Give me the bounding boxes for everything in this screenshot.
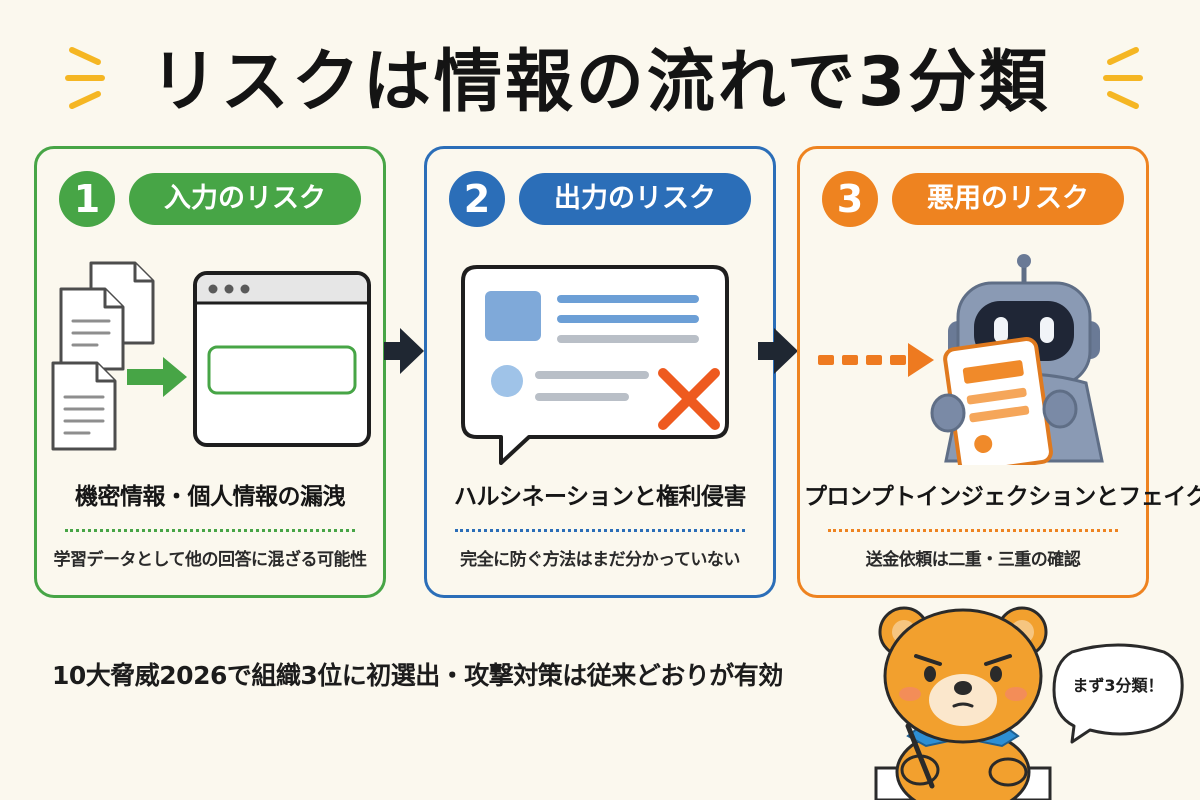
footer-note: 10大脅威2026で組織3位に初選出・攻撃対策は従来どおりが有効 (52, 661, 783, 690)
panel-heading: ハルシネーションと権利侵害 (453, 484, 747, 510)
panel-heading: プロンプトインジェクションとフェイク (804, 484, 1200, 510)
robot-illustration (818, 254, 1104, 465)
dotted-divider (828, 529, 1118, 532)
dotted-divider (455, 529, 745, 532)
panel-output-risk: 2 出力のリスク ハルシネーションと権利侵害 完全に防ぐ方法はまだ分かっていない (424, 146, 776, 598)
panel-label: 悪用のリスク (892, 173, 1124, 225)
dotted-divider (65, 529, 355, 532)
arrow-right-icon (127, 357, 187, 397)
panel-label: 入力のリスク (129, 173, 361, 225)
panel-heading: 機密情報・個人情報の漏洩 (75, 484, 346, 510)
documents-icon (51, 261, 155, 451)
browser-window-icon (193, 271, 371, 447)
speech-bubble (1052, 643, 1184, 744)
panel-subtext: 送金依頼は二重・三重の確認 (865, 550, 1081, 570)
panel-label: 出力のリスク (519, 173, 751, 225)
robot-icon (930, 254, 1104, 465)
bear-mascot-icon (874, 606, 1052, 800)
dashed-arrow-icon (818, 343, 934, 377)
documents-to-browser-illustration (51, 261, 371, 451)
panel-misuse-risk: 3 悪用のリスク (797, 146, 1200, 598)
spark-left-icon (65, 47, 105, 109)
panel-input-risk: 1 入力のリスク 機密情報・個人情報の漏洩 学習データとして他の回答に混ざる可能 (34, 146, 386, 598)
x-mark-icon (658, 368, 720, 430)
panel-number: 1 (59, 171, 115, 227)
spark-right-icon (1103, 47, 1143, 109)
mascot-speech: まず3分類！ (1072, 676, 1164, 695)
panel-number: 3 (822, 171, 878, 227)
arrow-right-icon (758, 328, 798, 374)
panel-subtext: 完全に防ぐ方法はまだ分かっていない (460, 550, 740, 570)
page-title: リスクは情報の流れで3分類 (149, 43, 1051, 122)
chat-bubble-illustration (461, 265, 729, 465)
arrow-right-icon (384, 328, 424, 374)
panel-number: 2 (449, 171, 505, 227)
panel-subtext: 学習データとして他の回答に混ざる可能性 (53, 550, 368, 570)
